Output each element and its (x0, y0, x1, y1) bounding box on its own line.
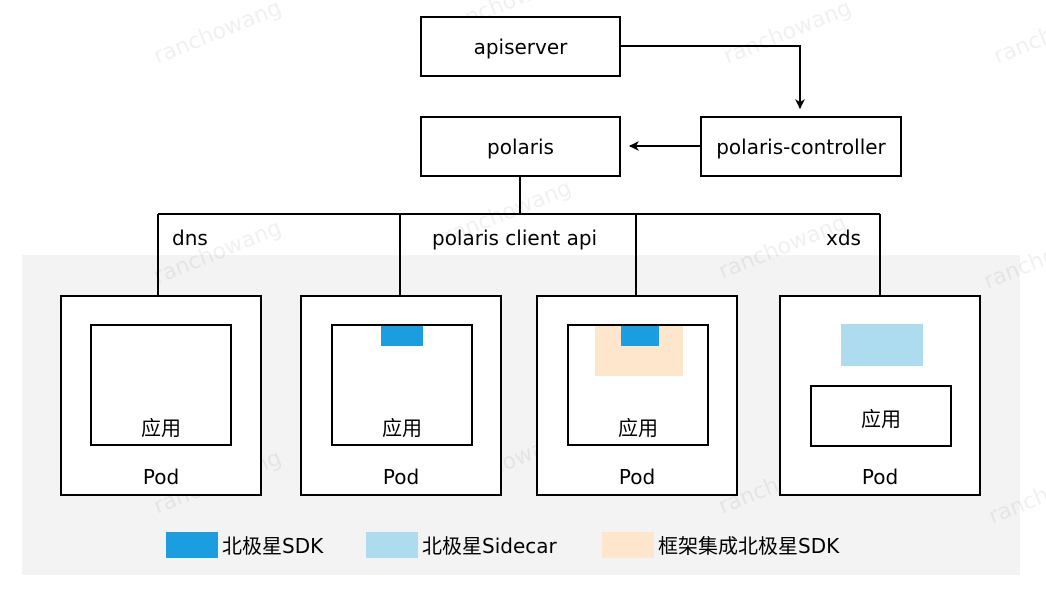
pod-framework-sdk: 应用 Pod (536, 295, 738, 496)
legend-swatch (602, 531, 654, 558)
app-box: 应用 (810, 385, 952, 447)
legend-label: 框架集成北极星SDK (658, 534, 840, 558)
app-label: 应用 (382, 416, 422, 440)
legend-label: 北极星SDK (222, 534, 324, 558)
polaris-sdk-block (621, 326, 659, 346)
polaris-sdk-block (381, 326, 423, 346)
edge-label-client-api: polaris client api (432, 226, 598, 250)
app-box: 应用 (331, 324, 473, 446)
pod-label: Pod (618, 465, 656, 489)
legend-swatch (166, 531, 218, 558)
apiserver-node: apiserver (420, 16, 621, 77)
app-label: 应用 (618, 416, 658, 440)
edge-apiserver-controller (620, 45, 805, 109)
polaris-controller-node: polaris-controller (700, 116, 902, 177)
edge-label-dns: dns (172, 226, 208, 250)
app-label: 应用 (861, 407, 901, 431)
legend-item-sdk: 北极星SDK (166, 530, 323, 559)
polaris-node: polaris (420, 116, 621, 177)
edge-label-xds: xds (826, 226, 861, 250)
pod-sidecar: 应用 Pod (779, 295, 981, 496)
pod-label: Pod (861, 465, 899, 489)
pod-label: Pod (382, 465, 420, 489)
pod-dns: 应用 Pod (60, 295, 262, 496)
app-box: 应用 (90, 324, 232, 446)
legend-swatch (366, 531, 418, 558)
app-label: 应用 (141, 416, 181, 440)
legend-item-sidecar: 北极星Sidecar (366, 530, 557, 559)
app-box: 应用 (567, 324, 709, 446)
legend-label: 北极星Sidecar (422, 534, 557, 558)
pod-sdk: 应用 Pod (300, 295, 502, 496)
polaris-sidecar-block (841, 324, 923, 366)
pod-label: Pod (142, 465, 180, 489)
legend-item-framework-sdk: 框架集成北极星SDK (602, 530, 839, 559)
